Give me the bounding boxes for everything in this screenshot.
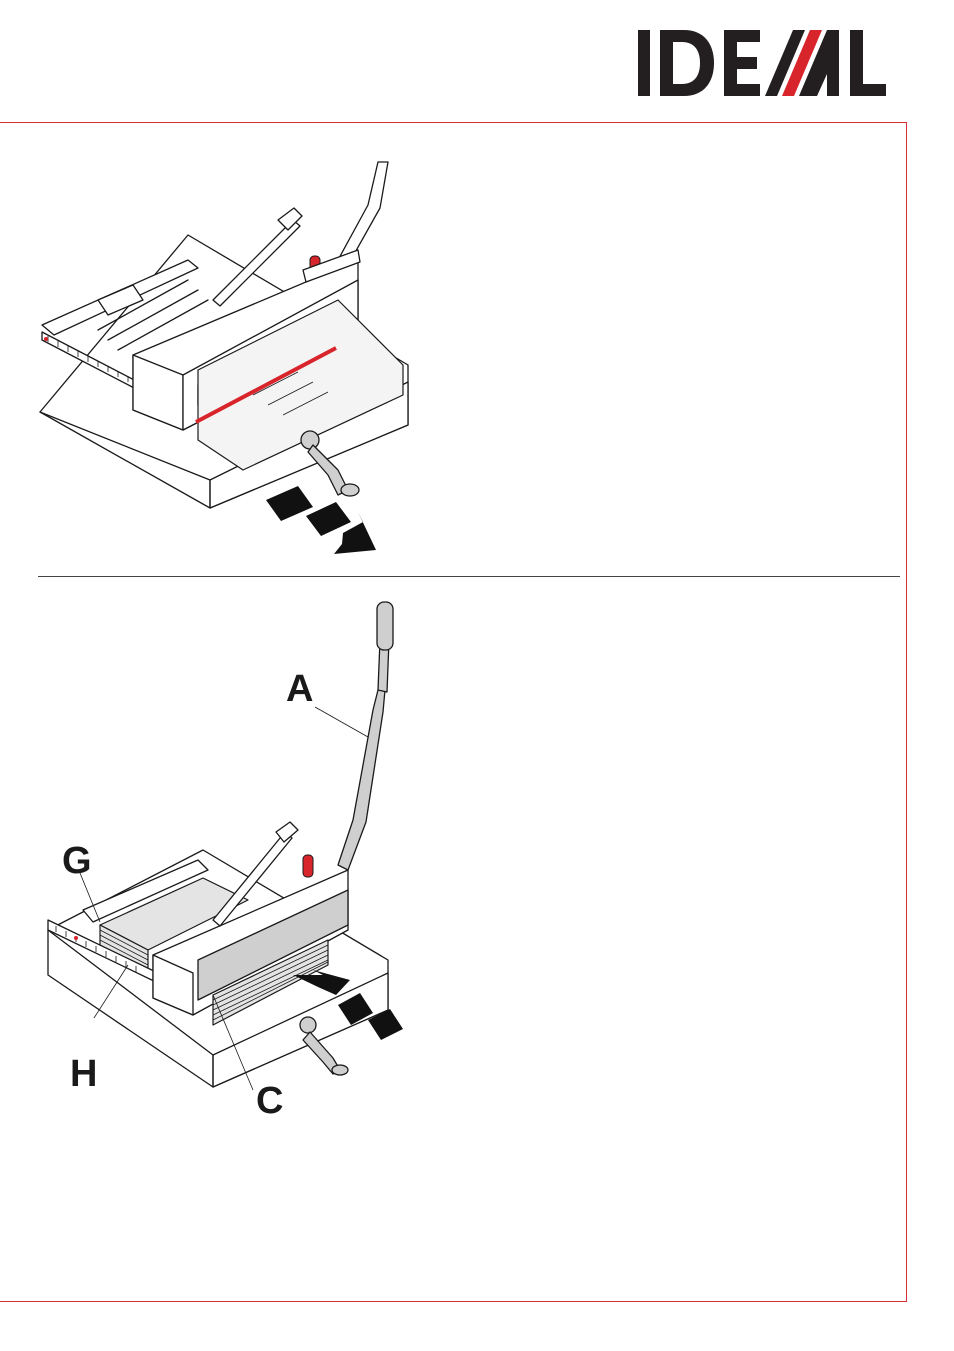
guillotine-illustration-bottom bbox=[38, 600, 418, 1100]
callout-g: G bbox=[62, 842, 92, 880]
callout-a: A bbox=[286, 670, 313, 708]
callout-c: C bbox=[256, 1082, 283, 1120]
ideal-logo bbox=[636, 28, 908, 98]
guillotine-illustration-top bbox=[38, 150, 418, 560]
section-divider bbox=[38, 576, 900, 577]
callout-h: H bbox=[70, 1055, 97, 1093]
